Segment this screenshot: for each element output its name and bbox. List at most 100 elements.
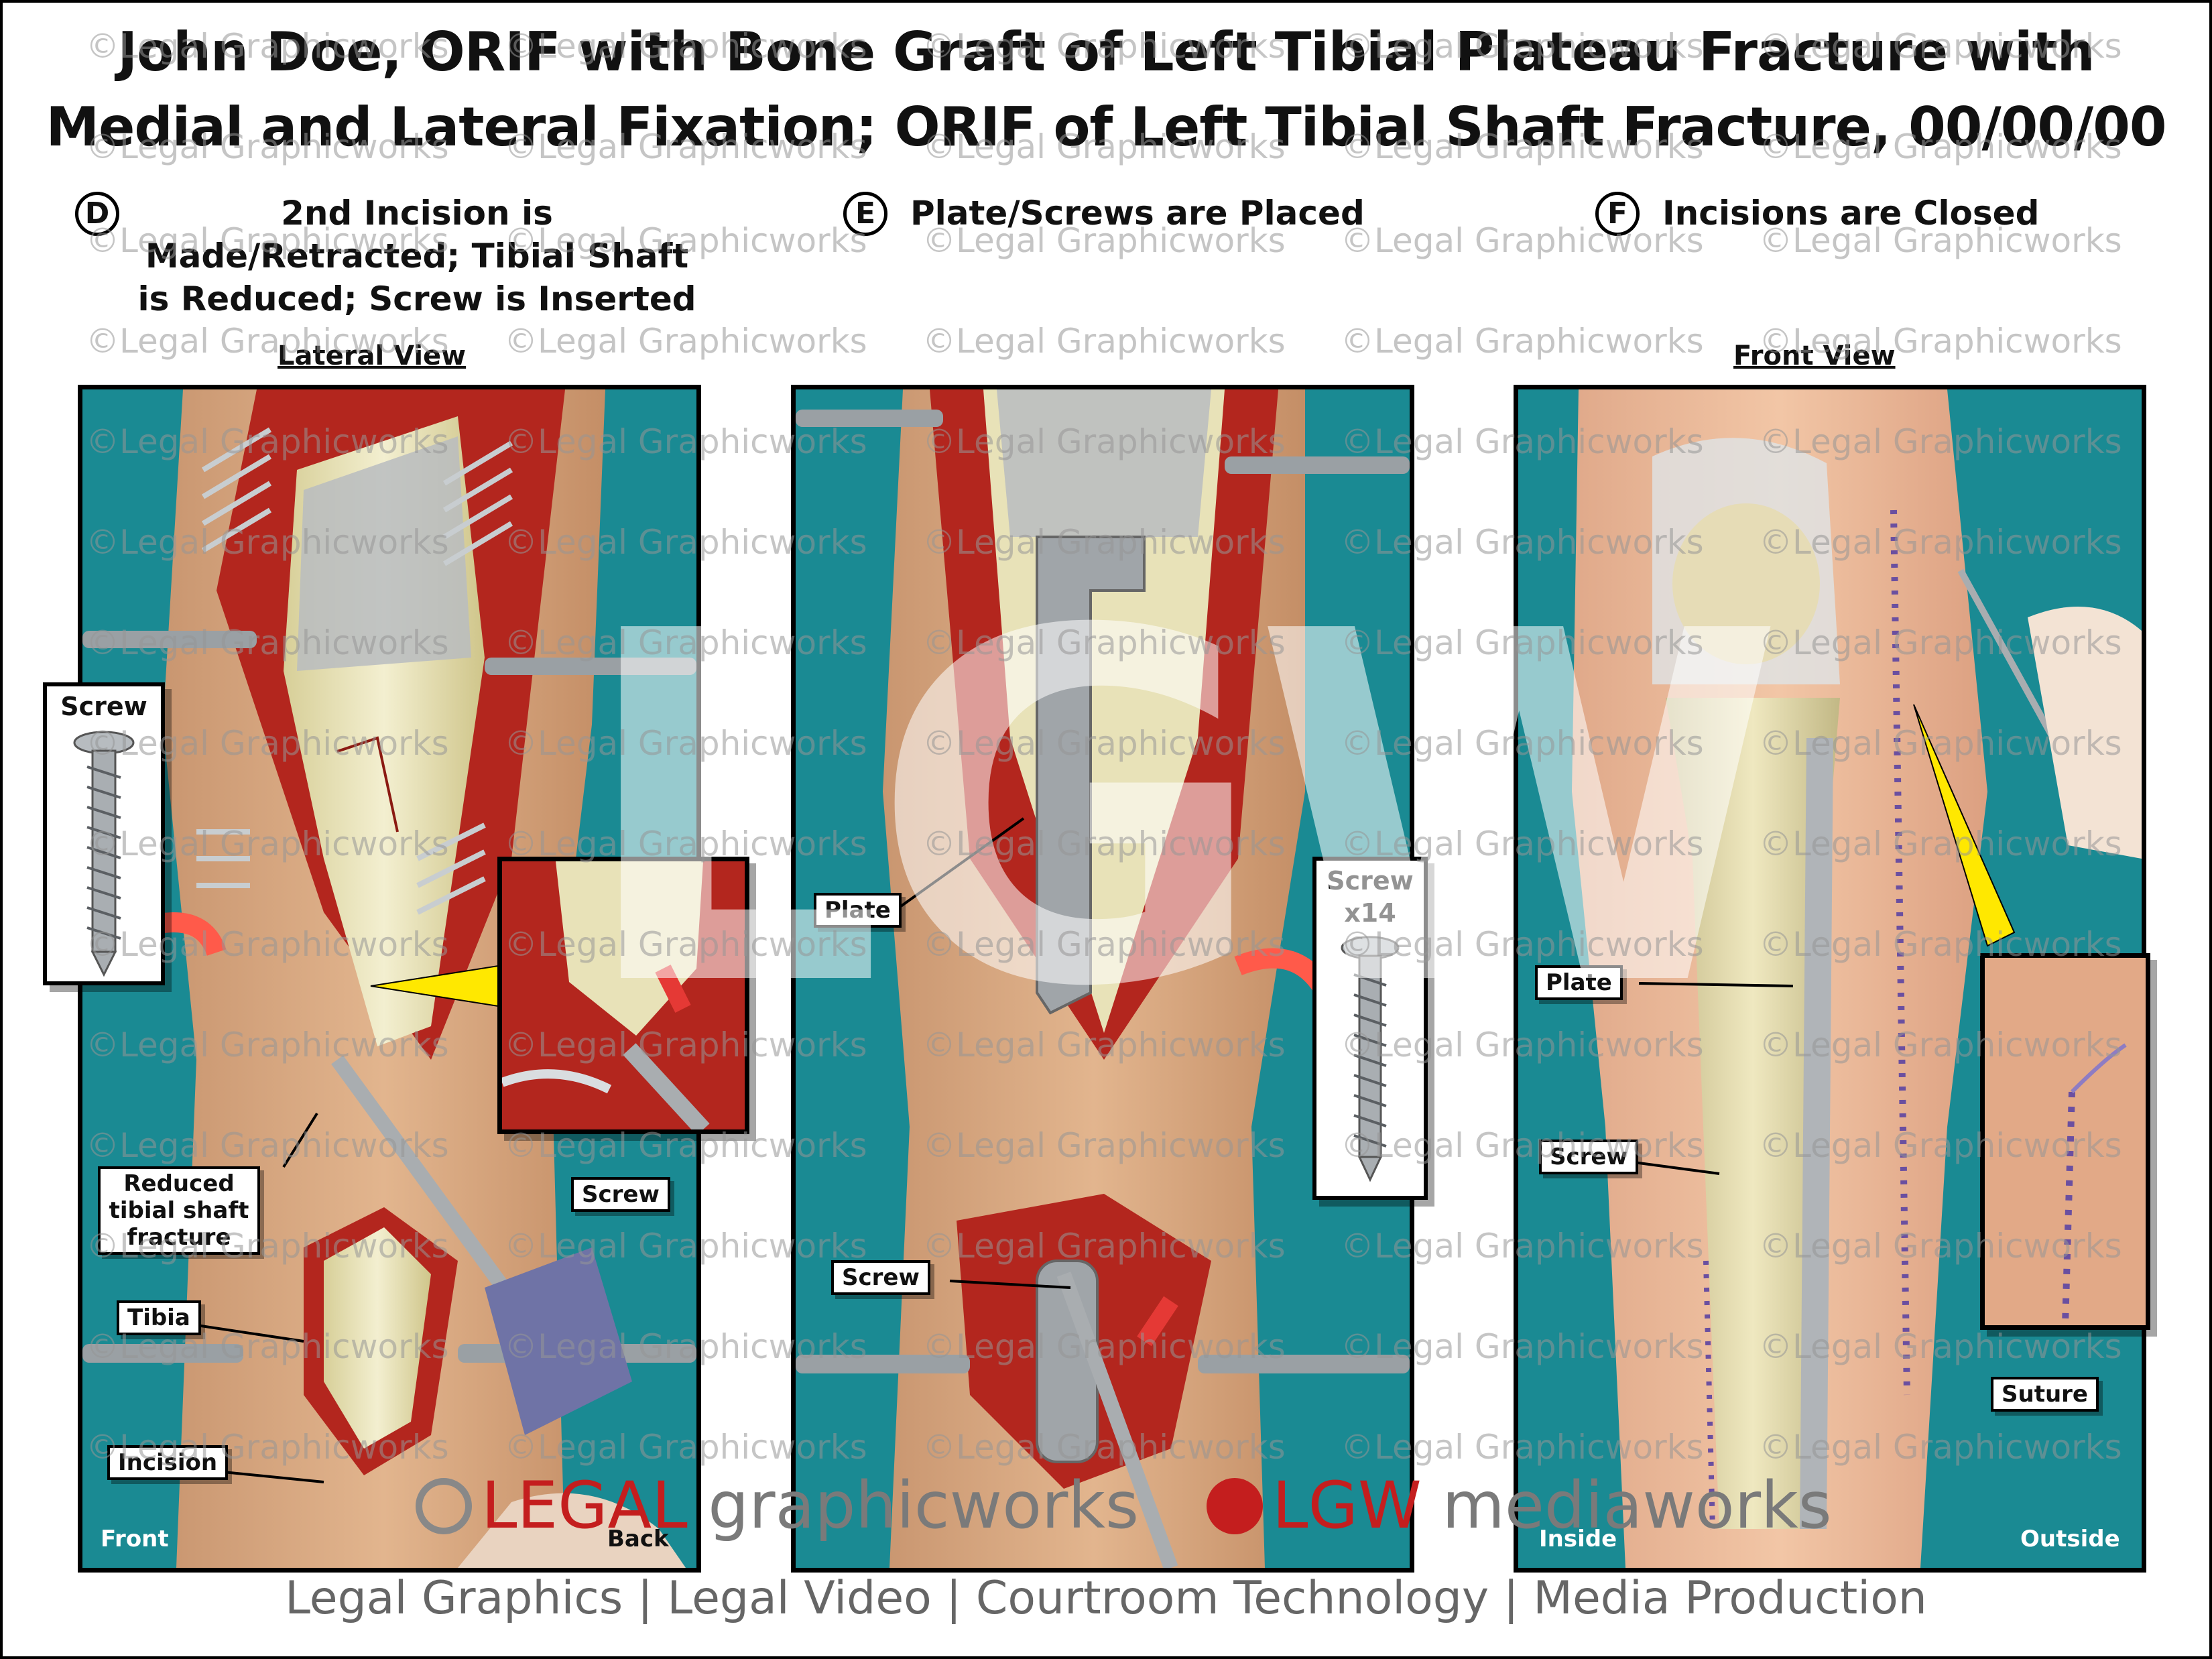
- panel-3-suture-inset: [1980, 953, 2150, 1330]
- copyright-watermark: ©Legal Graphicworks: [86, 1126, 449, 1165]
- copyright-watermark: ©Legal Graphicworks: [1341, 623, 1704, 662]
- copyright-watermark: ©Legal Graphicworks: [86, 322, 449, 361]
- copyright-watermark: ©Legal Graphicworks: [504, 422, 867, 461]
- copyright-watermark: ©Legal Graphicworks: [504, 27, 867, 66]
- copyright-watermark: ©Legal Graphicworks: [504, 1026, 867, 1064]
- copyright-watermark: ©Legal Graphicworks: [504, 824, 867, 863]
- copyright-watermark: ©Legal Graphicworks: [1341, 925, 1704, 964]
- copyright-watermark: ©Legal Graphicworks: [1341, 27, 1704, 66]
- copyright-watermark: ©Legal Graphicworks: [504, 221, 867, 260]
- footer-tagline: Legal Graphics | Legal Video | Courtroom…: [285, 1572, 1927, 1625]
- copyright-watermark: ©Legal Graphicworks: [86, 623, 449, 662]
- copyright-watermark: ©Legal Graphicworks: [86, 523, 449, 562]
- copyright-watermark: ©Legal Graphicworks: [86, 724, 449, 763]
- panel-1-screw-inset: [497, 857, 749, 1134]
- copyright-watermark: ©Legal Graphicworks: [1759, 1428, 2122, 1467]
- play-logo-icon: [1207, 1478, 1264, 1534]
- logo-graphicworks: graphicworks: [708, 1468, 1139, 1543]
- copyright-watermark: ©Legal Graphicworks: [86, 824, 449, 863]
- copyright-watermark: ©Legal Graphicworks: [86, 1227, 449, 1266]
- copyright-watermark: ©Legal Graphicworks: [86, 27, 449, 66]
- panel-3-illustration: [1572, 389, 2142, 1568]
- copyright-watermark: ©Legal Graphicworks: [1759, 322, 2122, 361]
- copyright-watermark: ©Legal Graphicworks: [1341, 322, 1704, 361]
- copyright-watermark: ©Legal Graphicworks: [1759, 127, 2122, 166]
- copyright-watermark: ©Legal Graphicworks: [1759, 221, 2122, 260]
- logo-legal: LEGAL: [481, 1468, 688, 1543]
- copyright-watermark: ©Legal Graphicworks: [86, 1327, 449, 1366]
- copyright-watermark: ©Legal Graphicworks: [922, 824, 1286, 863]
- copyright-watermark: ©Legal Graphicworks: [922, 1026, 1286, 1064]
- screw-icon: [1341, 936, 1400, 1182]
- copyright-watermark: ©Legal Graphicworks: [1759, 1126, 2122, 1165]
- panel-lateral-incision: [78, 385, 701, 1573]
- panel-3-outside-label: Outside: [2020, 1526, 2120, 1552]
- copyright-watermark: ©Legal Graphicworks: [86, 1026, 449, 1064]
- company-logo: LEGAL graphicworks LGW mediaworks: [416, 1468, 1832, 1543]
- copyright-watermark: ©Legal Graphicworks: [1341, 523, 1704, 562]
- title-line-1: John Doe, ORIF with Bone Graft of Left T…: [117, 21, 2095, 83]
- copyright-watermark: ©Legal Graphicworks: [922, 623, 1286, 662]
- copyright-watermark: ©Legal Graphicworks: [1759, 1327, 2122, 1366]
- copyright-watermark: ©Legal Graphicworks: [1759, 623, 2122, 662]
- panel-1-illustration: [82, 389, 696, 1568]
- copyright-watermark: ©Legal Graphicworks: [86, 127, 449, 166]
- copyright-watermark: ©Legal Graphicworks: [1341, 1126, 1704, 1165]
- panel-1-incision-label: Incision: [107, 1445, 229, 1480]
- screw-icon: [73, 731, 135, 977]
- step-d-text: 2nd Incision is Made/Retracted; Tibial S…: [137, 194, 696, 318]
- copyright-watermark: ©Legal Graphicworks: [86, 925, 449, 964]
- copyright-watermark: ©Legal Graphicworks: [922, 1327, 1286, 1366]
- copyright-watermark: ©Legal Graphicworks: [86, 221, 449, 260]
- copyright-watermark: ©Legal Graphicworks: [1759, 422, 2122, 461]
- suture-closeup: [1985, 958, 2146, 1325]
- copyright-watermark: ©Legal Graphicworks: [1341, 824, 1704, 863]
- copyright-watermark: ©Legal Graphicworks: [922, 523, 1286, 562]
- copyright-watermark: ©Legal Graphicworks: [504, 1428, 867, 1467]
- copyright-watermark: ©Legal Graphicworks: [504, 724, 867, 763]
- lateral-view-label: Lateral View: [278, 341, 467, 371]
- step-d-badge: D: [75, 192, 119, 236]
- copyright-watermark: ©Legal Graphicworks: [1759, 724, 2122, 763]
- panel-1-front-label: Front: [101, 1526, 169, 1552]
- copyright-watermark: ©Legal Graphicworks: [504, 1227, 867, 1266]
- copyright-watermark: ©Legal Graphicworks: [1759, 824, 2122, 863]
- lgw-big-watermark: LGW: [576, 530, 1786, 1092]
- step-f-text: Incisions are Closed: [1662, 194, 2040, 233]
- panel-1-tibia-label: Tibia: [117, 1300, 201, 1335]
- legal-logo-icon: [416, 1478, 472, 1534]
- copyright-watermark: ©Legal Graphicworks: [922, 925, 1286, 964]
- panel-2-screw-box-label: Screw x14: [1327, 866, 1414, 928]
- copyright-watermark: ©Legal Graphicworks: [922, 1428, 1286, 1467]
- copyright-watermark: ©Legal Graphicworks: [922, 221, 1286, 260]
- panel-2-screw-label: Screw: [831, 1260, 930, 1295]
- copyright-watermark: ©Legal Graphicworks: [1759, 523, 2122, 562]
- copyright-watermark: ©Legal Graphicworks: [504, 1126, 867, 1165]
- copyright-watermark: ©Legal Graphicworks: [922, 422, 1286, 461]
- logo-lgw: LGW: [1272, 1468, 1422, 1543]
- step-f-header: F Incisions are Closed: [1595, 192, 2065, 245]
- panel-1-reduced-label: Reduced tibial shaft fracture: [98, 1166, 260, 1255]
- copyright-watermark: ©Legal Graphicworks: [1341, 724, 1704, 763]
- panel-3-suture-label: Suture: [1991, 1377, 2099, 1412]
- panel-1-inset-screw-label: Screw: [571, 1177, 670, 1212]
- panel-1-screw-box: Screw: [43, 682, 165, 985]
- step-d-header: D 2nd Incision is Made/Retracted; Tibial…: [75, 192, 696, 326]
- panel-3-inside-label: Inside: [1539, 1526, 1617, 1552]
- copyright-watermark: ©Legal Graphicworks: [1759, 27, 2122, 66]
- copyright-watermark: ©Legal Graphicworks: [1341, 127, 1704, 166]
- copyright-watermark: ©Legal Graphicworks: [922, 724, 1286, 763]
- panel-2-screw-box: Screw x14: [1312, 857, 1428, 1200]
- panel-1-back-label: Back: [607, 1526, 669, 1552]
- copyright-watermark: ©Legal Graphicworks: [922, 1227, 1286, 1266]
- copyright-watermark: ©Legal Graphicworks: [504, 322, 867, 361]
- step-e-header: E Plate/Screws are Placed: [843, 192, 1379, 245]
- copyright-watermark: ©Legal Graphicworks: [86, 1428, 449, 1467]
- copyright-watermark: ©Legal Graphicworks: [1341, 1428, 1704, 1467]
- copyright-watermark: ©Legal Graphicworks: [1759, 1227, 2122, 1266]
- copyright-watermark: ©Legal Graphicworks: [922, 127, 1286, 166]
- copyright-watermark: ©Legal Graphicworks: [1341, 1227, 1704, 1266]
- panel-2-illustration: [796, 389, 1410, 1568]
- inset-screw-illustration: [502, 861, 745, 1129]
